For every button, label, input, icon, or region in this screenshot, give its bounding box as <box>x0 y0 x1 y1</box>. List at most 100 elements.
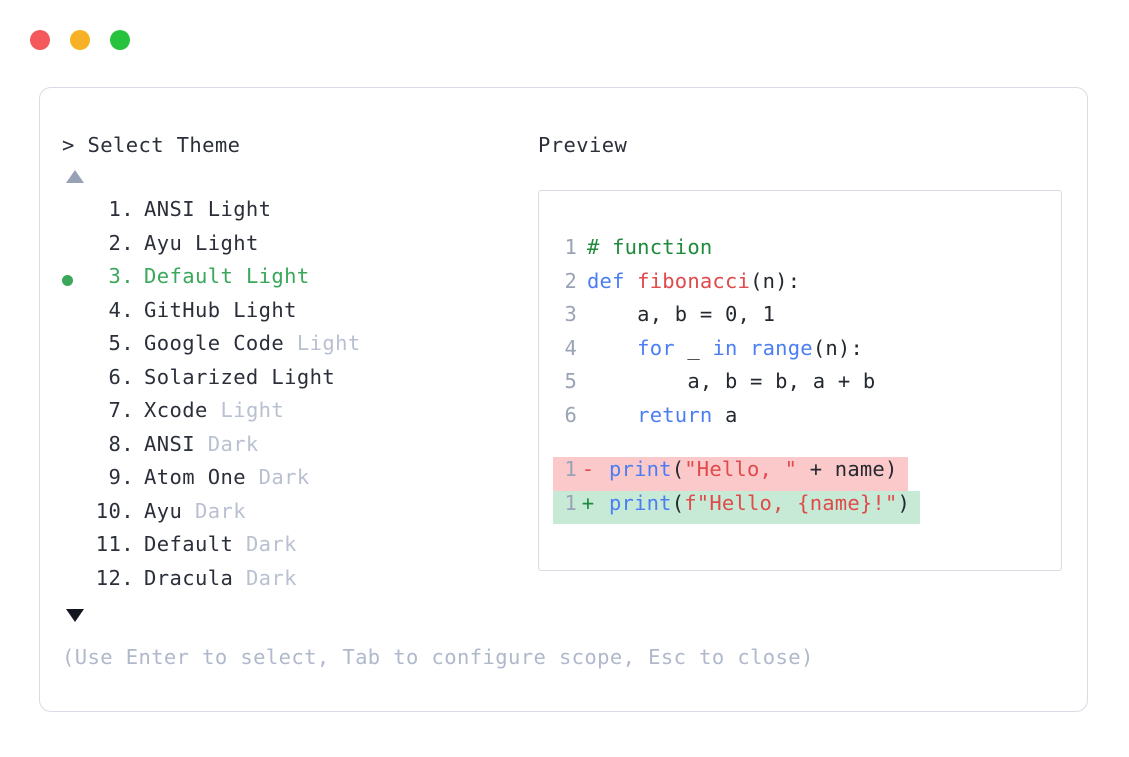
theme-list-item[interactable]: 4.GitHub Light <box>62 298 522 332</box>
diff-line-removed: 1-print("Hello, " + name) <box>553 457 908 491</box>
diff-sign: - <box>581 457 595 481</box>
code-line-content: a, b = 0, 1 <box>587 302 775 326</box>
diff-preview: 1-print("Hello, " + name)1+print(f"Hello… <box>553 457 921 524</box>
code-line-content: return a <box>587 403 738 427</box>
code-token: ( <box>671 490 685 515</box>
code-token: print <box>609 457 672 481</box>
theme-item-name: Solarized <box>144 364 259 389</box>
code-token: a, b = b, a + b <box>587 369 876 393</box>
theme-item-name: Ayu <box>144 498 183 523</box>
theme-item-name: Default <box>144 532 234 556</box>
theme-item-name: Dracula <box>144 565 234 590</box>
code-line: 5 a, b = b, a + b <box>553 369 875 403</box>
theme-item-name: Atom One <box>144 465 246 489</box>
theme-item-index: 2. <box>108 230 134 255</box>
code-token <box>738 336 751 360</box>
code-token: def <box>587 268 638 293</box>
code-token: a, b = 0, 1 <box>587 302 776 326</box>
code-line: 4 for _ in range(n): <box>553 336 875 370</box>
theme-list-item[interactable]: 10.Ayu Dark <box>62 499 522 533</box>
theme-item-index: 6. <box>108 364 134 389</box>
diff-line-added: 1+print(f"Hello, {name}!") <box>553 490 921 524</box>
line-number: 5 <box>564 369 577 393</box>
theme-item-variant: Dark <box>245 465 310 489</box>
theme-list-item[interactable]: 6. Solarized Light <box>62 365 522 399</box>
theme-item-index: 12. <box>95 565 134 590</box>
code-token: (n): <box>812 335 863 360</box>
theme-item-variant: Light <box>233 264 310 288</box>
preview-header: Preview <box>538 133 628 157</box>
code-line-content: def fibonacci(n): <box>587 269 800 293</box>
code-line-content: a, b = b, a + b <box>587 369 875 393</box>
code-token: + name) <box>797 457 898 481</box>
code-token: # function <box>587 235 713 259</box>
theme-item-variant: Light <box>220 297 297 322</box>
theme-item-name: ANSI <box>144 431 195 456</box>
code-token: ( <box>671 457 685 481</box>
diff-line-content: print("Hello, " + name) <box>609 457 908 481</box>
line-number: 6 <box>564 402 577 427</box>
maximize-window-button[interactable] <box>110 30 130 50</box>
theme-list-item[interactable]: 9. Atom One Dark <box>62 465 522 499</box>
code-token: a <box>712 402 738 427</box>
theme-item-name: Google Code <box>144 331 285 355</box>
code-token: !" <box>872 490 898 515</box>
scroll-down-icon[interactable] <box>66 609 84 622</box>
diff-line-number: 1 <box>564 457 577 481</box>
code-token: fibonacci <box>637 268 751 293</box>
line-number: 3 <box>564 302 577 326</box>
code-token <box>587 336 637 360</box>
code-token: "Hello, " <box>684 457 798 481</box>
close-window-button[interactable] <box>30 30 50 50</box>
diff-line-content: print(f"Hello, {name}!") <box>609 491 920 515</box>
code-token: return <box>637 402 713 427</box>
theme-list-item[interactable]: 1. ANSI Light <box>62 197 522 231</box>
theme-item-index: 8. <box>108 431 134 456</box>
code-line: 3 a, b = 0, 1 <box>553 302 875 336</box>
line-number: 4 <box>564 335 577 360</box>
theme-list-item[interactable]: 5. Google Code Light <box>62 331 522 365</box>
theme-item-index: 4. <box>108 297 134 322</box>
code-line: 1 # function <box>553 235 875 269</box>
line-number: 2 <box>564 268 577 293</box>
theme-item-index: 11. <box>95 532 134 556</box>
theme-list-item[interactable]: 8.ANSI Dark <box>62 432 522 466</box>
theme-item-index: 10. <box>95 498 134 523</box>
diff-line-number: 1 <box>564 490 577 515</box>
code-token: {name} <box>797 490 873 515</box>
code-token: _ <box>674 335 713 360</box>
line-number: 1 <box>564 235 577 259</box>
theme-list-item[interactable]: 7.Xcode Light <box>62 398 522 432</box>
theme-list-item[interactable]: 2. Ayu Light <box>62 231 522 265</box>
theme-item-index: 3. <box>108 264 134 288</box>
theme-item-variant: Dark <box>233 565 297 590</box>
theme-item-name: ANSI <box>144 197 195 221</box>
scroll-up-icon[interactable] <box>66 170 84 183</box>
keyboard-hint: (Use Enter to select, Tab to configure s… <box>62 645 814 669</box>
theme-item-index: 1. <box>108 197 134 221</box>
theme-item-name: Ayu <box>144 230 183 255</box>
theme-item-variant: Light <box>194 197 272 221</box>
theme-item-index: 5. <box>108 331 134 355</box>
theme-list-item[interactable]: 11.Default Dark <box>62 532 522 566</box>
code-token: in <box>712 335 738 360</box>
code-token: (n): <box>750 268 801 293</box>
theme-list-item[interactable]: 3. Default Light <box>62 264 522 298</box>
theme-item-variant: Light <box>182 230 259 255</box>
code-line-content: for _ in range(n): <box>587 336 863 360</box>
minimize-window-button[interactable] <box>70 30 90 50</box>
code-token <box>587 403 637 427</box>
theme-item-variant: Light <box>284 331 361 355</box>
code-token: range <box>750 335 813 360</box>
theme-item-index: 9. <box>108 465 134 489</box>
theme-item-name: Default <box>144 264 234 288</box>
theme-item-variant: Light <box>258 364 336 389</box>
code-line: 2 def fibonacci(n): <box>553 269 875 303</box>
theme-list-item[interactable]: 12. Dracula Dark <box>62 566 522 600</box>
theme-item-variant: Light <box>207 398 285 422</box>
